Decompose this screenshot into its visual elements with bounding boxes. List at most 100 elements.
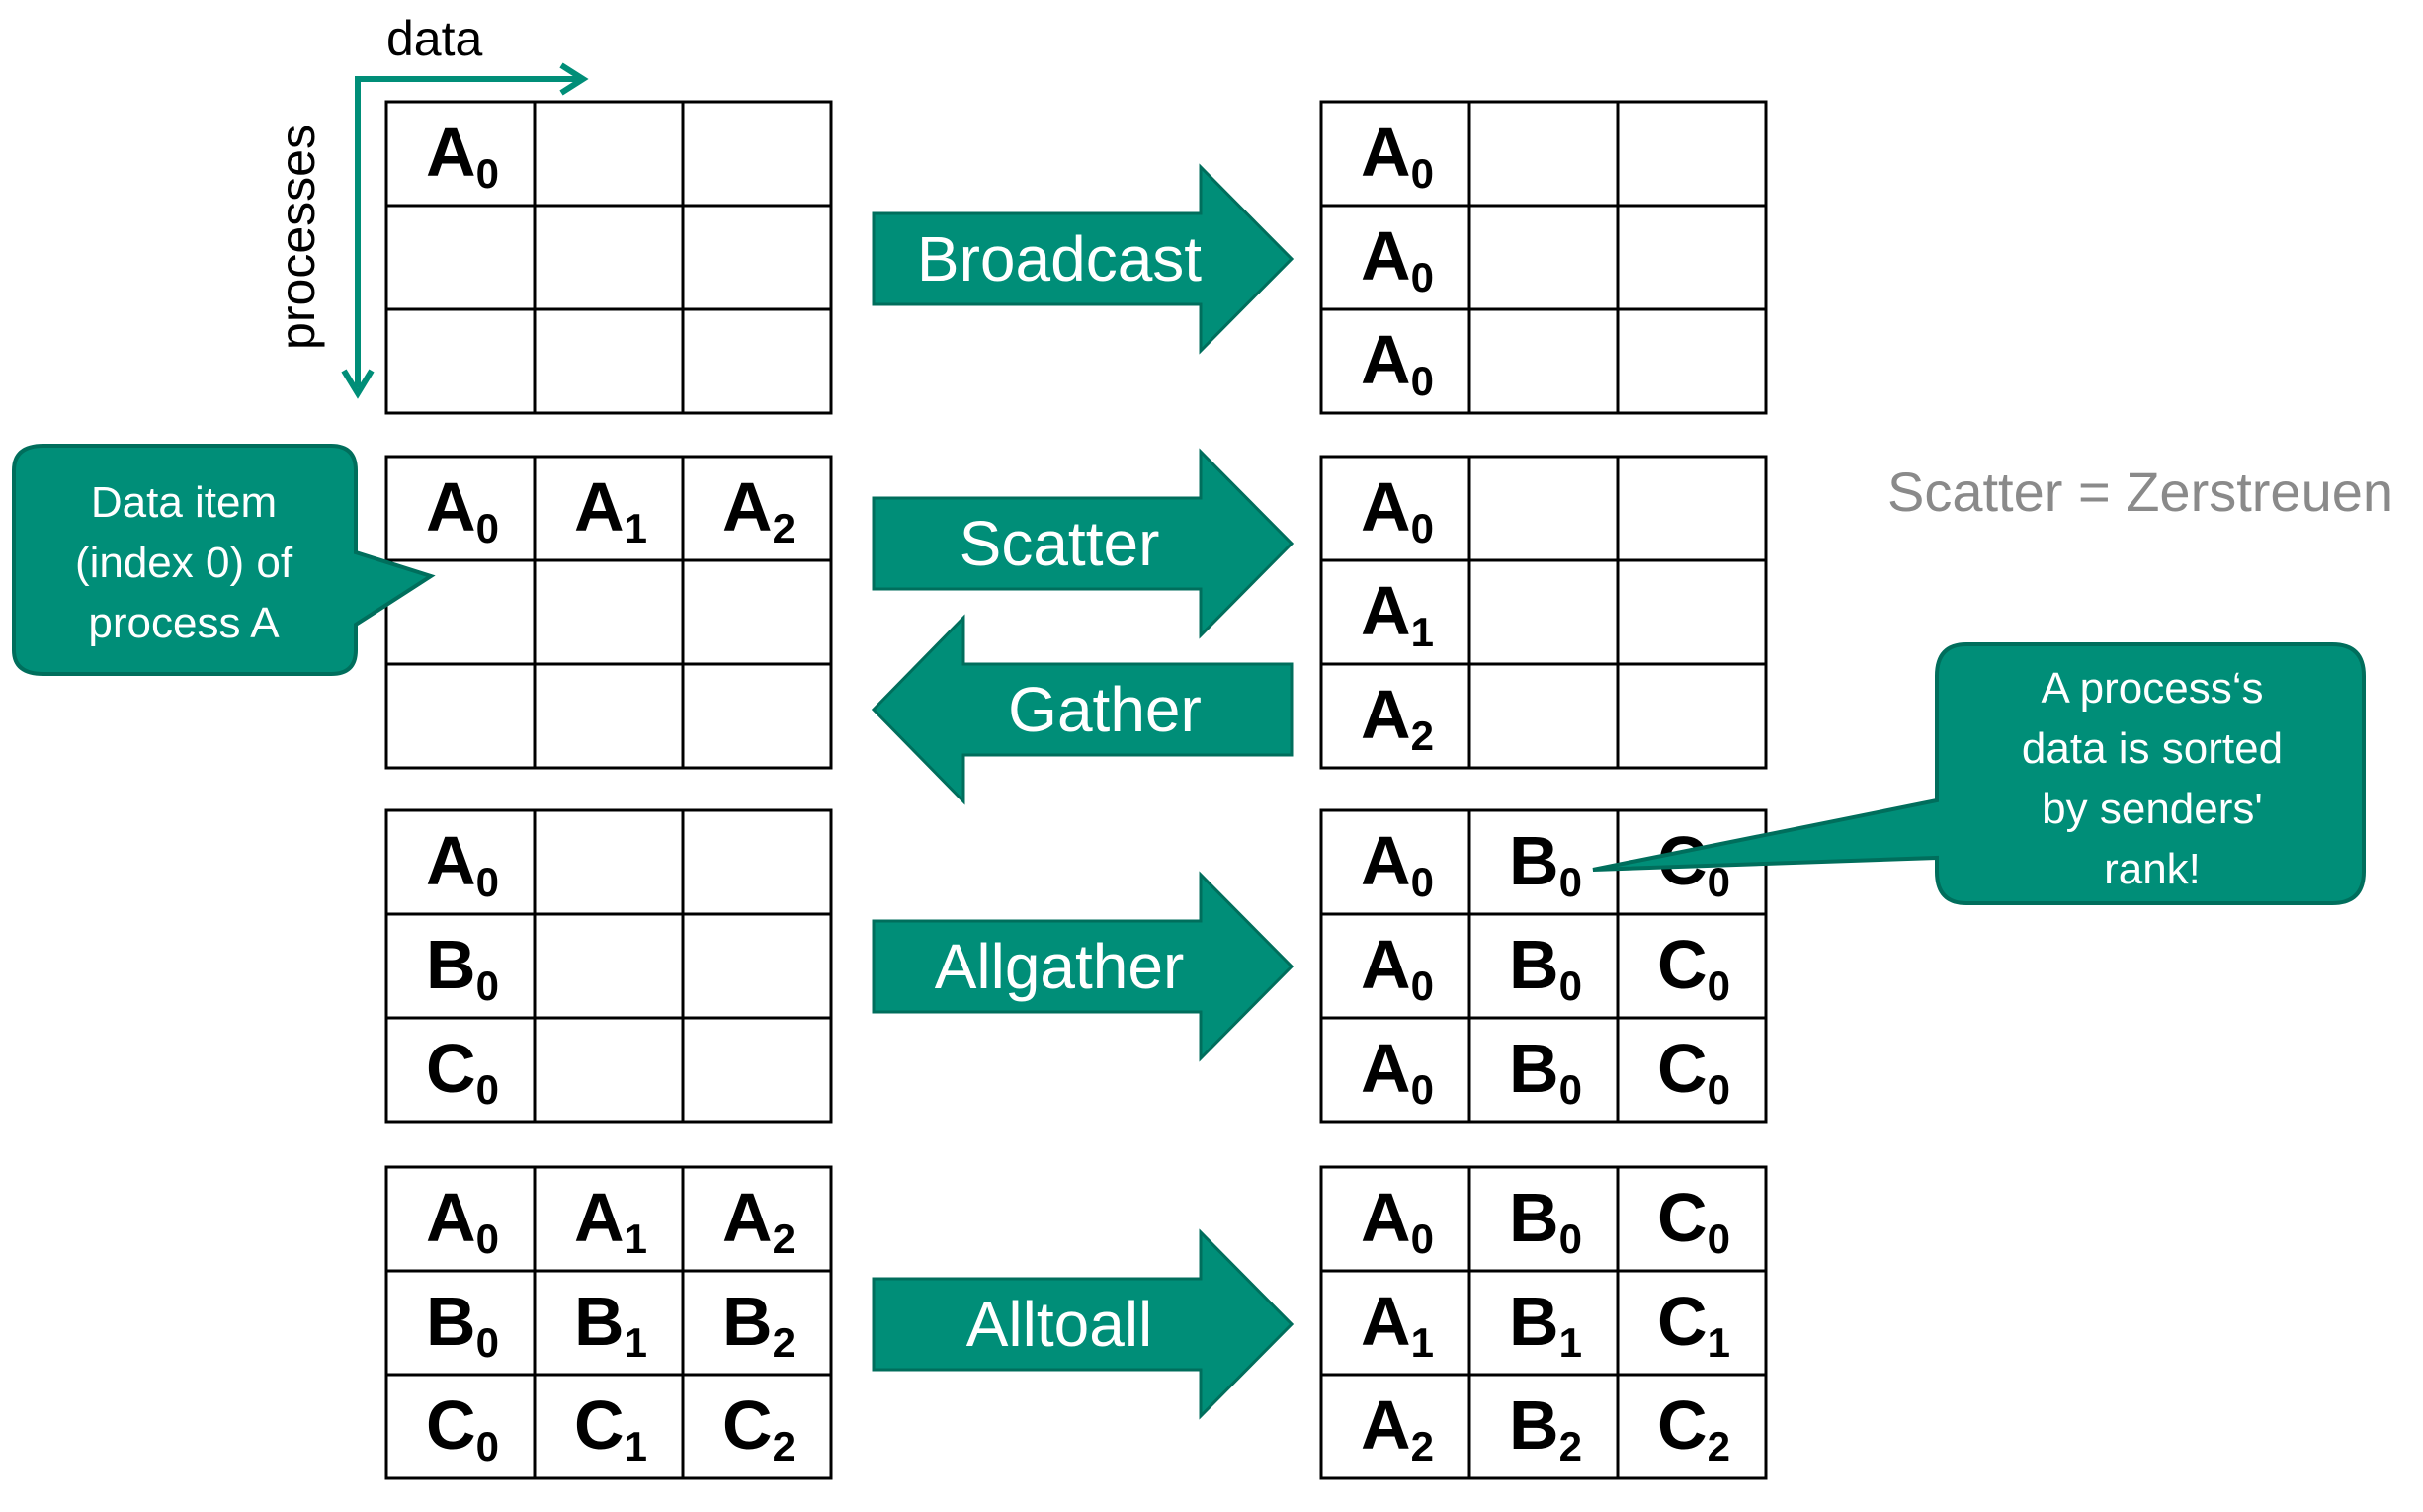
cell-label: C1 <box>574 1386 647 1470</box>
cell-label: C0 <box>426 1386 499 1470</box>
data-axis-label: data <box>386 11 483 66</box>
grid-cell <box>384 662 537 770</box>
grid-cell <box>533 204 685 311</box>
grid-cell <box>1467 1373 1620 1480</box>
grid-cell <box>533 558 685 666</box>
cell-label: A1 <box>574 468 647 551</box>
cell-label: B2 <box>1509 1386 1582 1470</box>
grid-cell <box>533 662 685 770</box>
processes-axis-arrowhead <box>341 369 375 399</box>
allgather-output-grid: A0B0C0A0B0C0A0B0C0 <box>1319 808 1768 1124</box>
grid-cell <box>384 1269 537 1377</box>
cell-label: B0 <box>426 926 499 1009</box>
grid-cell <box>1467 1269 1620 1377</box>
allgather-arrow <box>872 871 1295 1062</box>
allgather-label: Allgather <box>935 931 1185 1002</box>
grid-cell <box>1616 1016 1768 1124</box>
alltoall-label: Alltoall <box>966 1289 1153 1360</box>
cell-label: A2 <box>722 1179 795 1262</box>
cell-label: B0 <box>1509 822 1582 905</box>
cell-label: A0 <box>426 822 499 905</box>
grid-cell <box>1319 204 1471 311</box>
cell-label: A2 <box>1361 1386 1434 1470</box>
grid-cell <box>1467 1016 1620 1124</box>
grid-cell <box>384 1016 537 1124</box>
grid-cell <box>681 1016 833 1124</box>
cell-label: A0 <box>1361 926 1434 1009</box>
grid-cell <box>1616 100 1768 208</box>
grid-cell <box>533 455 685 562</box>
grid-cell <box>533 1373 685 1480</box>
grid-cell <box>1616 455 1768 562</box>
data-item-callout <box>12 444 436 676</box>
cell-label: C0 <box>1657 1030 1730 1113</box>
cell-label: C0 <box>1657 926 1730 1009</box>
grid-cell <box>681 100 833 208</box>
broadcast-label: Broadcast <box>917 223 1202 294</box>
grid-cell <box>533 100 685 208</box>
grid-cell <box>533 307 685 415</box>
grid-cell <box>1467 204 1620 311</box>
grid-cell <box>1616 558 1768 666</box>
grid-cell <box>681 307 833 415</box>
grid-cell <box>533 912 685 1020</box>
cell-label: A0 <box>426 1179 499 1262</box>
grid-cell <box>1467 808 1620 916</box>
grid-cell <box>384 204 537 311</box>
grid-cell <box>1319 455 1471 562</box>
grid-cell <box>681 558 833 666</box>
cell-label: A0 <box>1361 468 1434 551</box>
grid-cell <box>1467 662 1620 770</box>
cell-label: B0 <box>1509 1030 1582 1113</box>
grid-cell <box>1319 808 1471 916</box>
grid-cell <box>1319 912 1471 1020</box>
grid-cell <box>1616 912 1768 1020</box>
grid-cell <box>1467 100 1620 208</box>
grid-cell <box>681 912 833 1020</box>
scatter-translation-note: Scatter = Zerstreuen <box>1887 461 2393 523</box>
cell-label: A0 <box>1361 822 1434 905</box>
grid-cell <box>384 1165 537 1273</box>
cell-label: A0 <box>1361 114 1434 197</box>
cell-label: A2 <box>1361 676 1434 759</box>
cell-label: A0 <box>426 114 499 197</box>
cell-label: A1 <box>1361 572 1434 655</box>
grid-cell <box>1616 307 1768 415</box>
grid-cell <box>1319 307 1471 415</box>
cell-label: A0 <box>1361 321 1434 404</box>
cell-label: B1 <box>574 1283 647 1366</box>
grid-cell <box>1319 1373 1471 1480</box>
grid-cell <box>681 1373 833 1480</box>
axes: data processes <box>270 11 589 399</box>
cell-label: B2 <box>722 1283 795 1366</box>
grid-cell <box>1467 455 1620 562</box>
grid-cell <box>1616 204 1768 311</box>
cell-label: C2 <box>722 1386 795 1470</box>
grid-cell <box>1616 662 1768 770</box>
cell-label: A1 <box>1361 1283 1434 1366</box>
grid-cell <box>1319 1269 1471 1377</box>
alltoall-arrow <box>872 1228 1295 1420</box>
gather-label: Gather <box>1008 674 1202 745</box>
cell-label: B0 <box>1509 926 1582 1009</box>
cell-label: A2 <box>722 468 795 551</box>
grid-cell <box>533 808 685 916</box>
grid-cell <box>1616 1373 1768 1480</box>
cell-label: A0 <box>1361 1030 1434 1113</box>
broadcast-arrow <box>872 163 1295 355</box>
cell-label: C0 <box>1657 1179 1730 1262</box>
grid-cell <box>1319 662 1471 770</box>
grid-cell <box>384 307 537 415</box>
cell-label: C2 <box>1657 1386 1730 1470</box>
cell-label: B1 <box>1509 1283 1582 1366</box>
grid-cell <box>681 1165 833 1273</box>
cell-label: C0 <box>426 1030 499 1113</box>
broadcast-input-grid: A0 <box>384 100 833 415</box>
